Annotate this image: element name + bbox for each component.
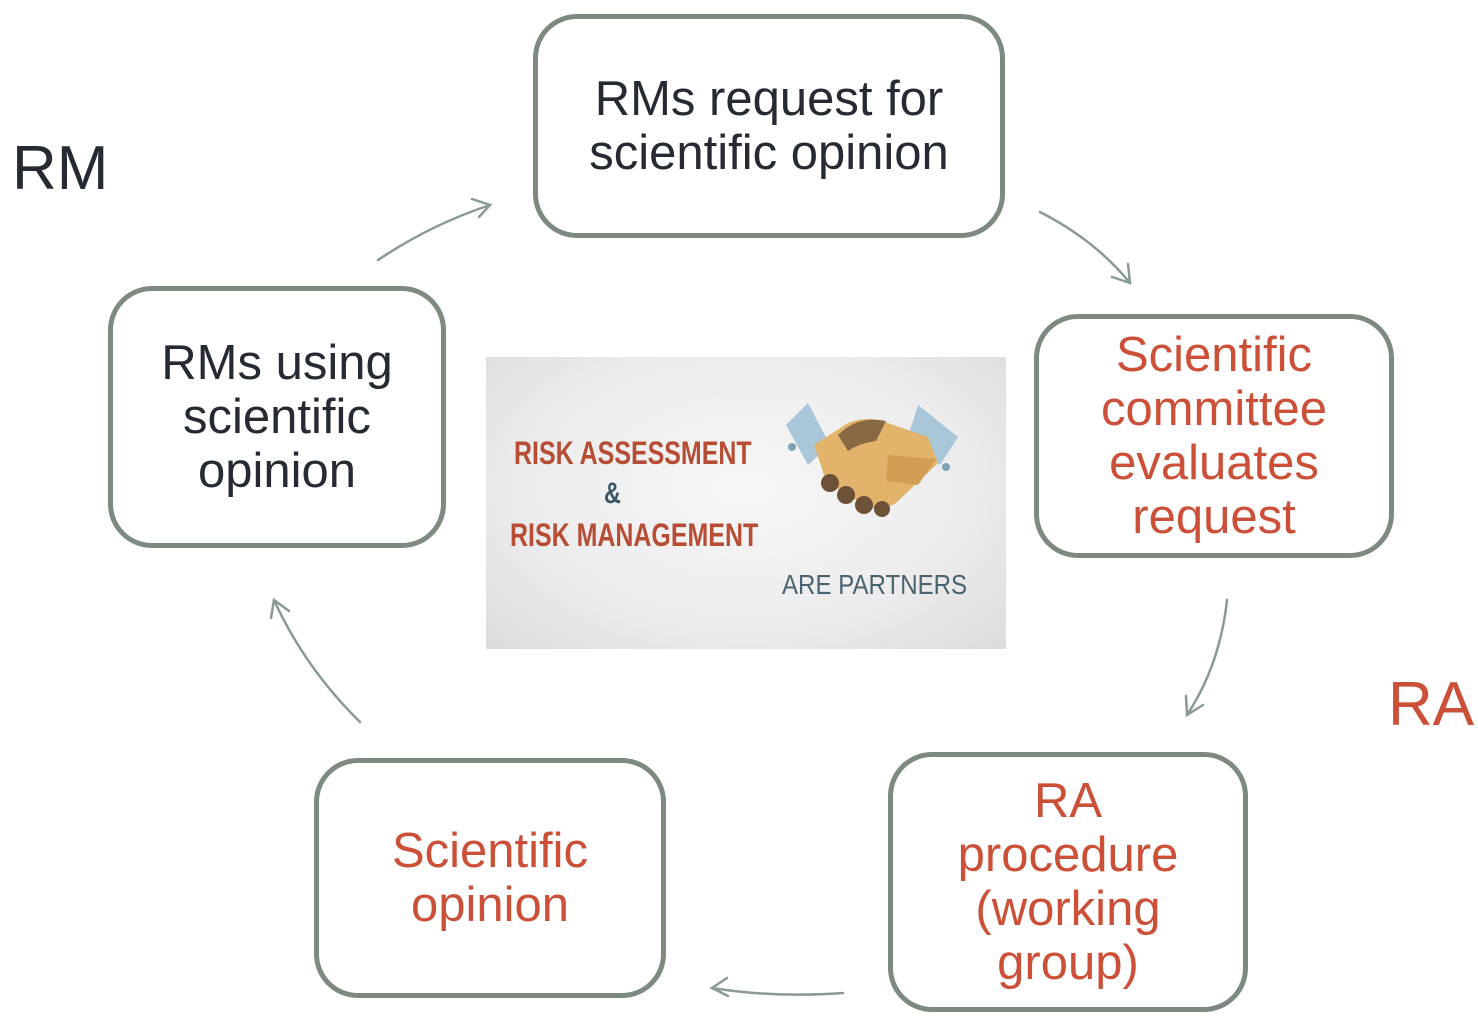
arrow-opinion-to-using xyxy=(272,598,362,724)
ampersand-text: & xyxy=(604,477,621,510)
arrow-using-to-request xyxy=(376,203,492,262)
node-committee-line: evaluates xyxy=(1109,436,1319,490)
node-opinion-line: Scientific xyxy=(391,824,589,878)
risk-management-text: RISK MANAGEMENT xyxy=(510,517,759,553)
rm-label: RM xyxy=(12,134,109,203)
node-committee-line: request xyxy=(1132,490,1296,544)
partners-image: RISK ASSESSMENT & RISK MANAGEMENT ARE PA… xyxy=(486,357,1006,649)
node-procedure-line: group) xyxy=(997,936,1139,990)
node-procedure-line: (working xyxy=(975,882,1161,936)
arrow-request-to-committee-head xyxy=(1110,262,1132,285)
arrow-using-to-request-head xyxy=(470,197,493,219)
arrow-procedure-to-opinion xyxy=(710,986,845,996)
are-partners-text: ARE PARTNERS xyxy=(782,569,968,600)
node-using-line: RMs using xyxy=(161,336,393,390)
ra-label: RA xyxy=(1388,670,1475,739)
node-rm-request-line: RMs request for xyxy=(594,72,944,126)
node-scientific-opinion: Scientific opinion xyxy=(314,758,666,998)
risk-assessment-text: RISK ASSESSMENT xyxy=(514,435,752,471)
node-rm-using: RMs using scientific opinion xyxy=(108,286,446,548)
arrow-committee-to-procedure-head xyxy=(1184,694,1205,718)
arrow-opinion-to-using-head xyxy=(269,597,291,620)
arrow-committee-to-procedure xyxy=(1185,598,1229,717)
arrow-request-to-committee xyxy=(1038,210,1132,285)
node-rm-request-line: scientific opinion xyxy=(589,126,949,180)
node-procedure-line: procedure xyxy=(957,828,1179,882)
node-committee-evaluates: Scientific committee evaluates request xyxy=(1034,314,1394,558)
node-committee-line: Scientific xyxy=(1115,328,1313,382)
node-ra-procedure: RA procedure (working group) xyxy=(888,752,1248,1012)
node-opinion-line: opinion xyxy=(410,878,569,932)
handshake-icon xyxy=(786,403,958,517)
node-committee-line: committee xyxy=(1100,382,1327,436)
node-rm-request: RMs request for scientific opinion xyxy=(533,14,1005,238)
node-using-line: opinion xyxy=(197,444,357,498)
node-procedure-line: RA xyxy=(1033,774,1103,828)
arrow-procedure-to-opinion-head xyxy=(709,976,730,998)
node-using-line: scientific xyxy=(183,390,371,444)
